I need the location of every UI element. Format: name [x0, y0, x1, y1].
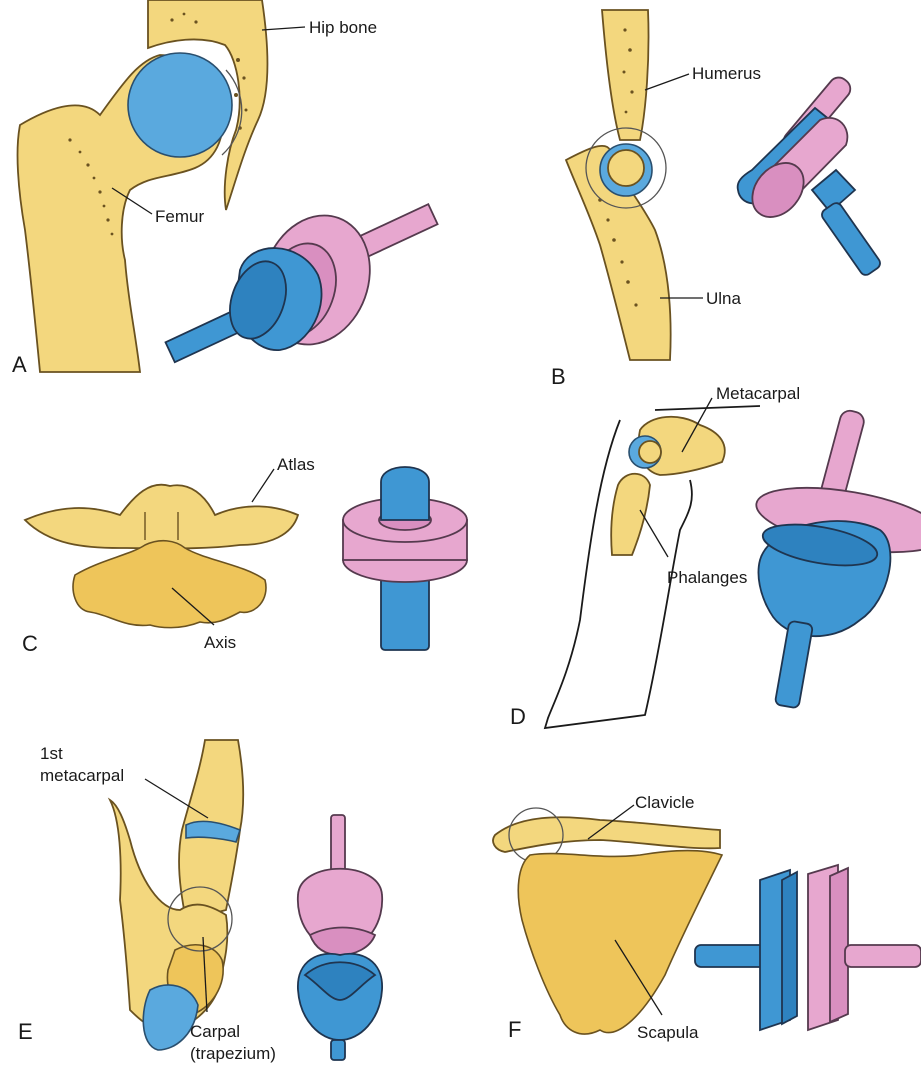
hand-bones-illustration [110, 740, 243, 1050]
panel-letter-f: F [508, 1017, 521, 1042]
humerus-label: Humerus [692, 64, 761, 83]
carpal-label-line2: (trapezium) [190, 1044, 276, 1063]
panel-b: Humerus Ulna B [551, 10, 882, 389]
metacarpal-illustration [629, 417, 725, 475]
panel-letter-c: C [22, 631, 38, 656]
humerus-illustration [602, 10, 649, 140]
scapula-label: Scapula [637, 1023, 699, 1042]
femoral-head-cartilage [128, 53, 242, 157]
axis-illustration [73, 541, 266, 628]
femur-label: Femur [155, 207, 204, 226]
axis-label: Axis [204, 633, 236, 652]
hinge-model [738, 73, 883, 277]
panel-c: Atlas Axis C [22, 455, 467, 656]
panel-letter-e: E [18, 1019, 33, 1044]
panel-letter-d: D [510, 704, 526, 729]
panel-letter-b: B [551, 364, 566, 389]
scapula-illustration [518, 850, 722, 1034]
panel-letter-a: A [12, 352, 27, 377]
panel-e: 1st metacarpal Carpal (trapezium) E [18, 740, 382, 1063]
carpal-label-line1: Carpal [190, 1022, 240, 1041]
plane-model [695, 865, 921, 1030]
metacarpal-label: Metacarpal [716, 384, 800, 403]
atlas-leader [252, 469, 274, 502]
phalanges-label: Phalanges [667, 568, 747, 587]
panel-d: Metacarpal Phalanges D [510, 384, 921, 729]
first-metacarpal-label-line2: metacarpal [40, 766, 124, 785]
ball-and-socket-model [166, 200, 438, 362]
pivot-model [343, 467, 467, 650]
clavicle-label: Clavicle [635, 793, 695, 812]
panel-a: Hip bone Femur A [12, 0, 438, 377]
panel-f: Clavicle Scapula F [493, 793, 921, 1042]
humerus-leader [645, 74, 689, 90]
hip-bone-label: Hip bone [309, 18, 377, 37]
saddle-model [298, 815, 382, 1060]
atlas-label: Atlas [277, 455, 315, 474]
hip-bone-leader [262, 27, 305, 30]
first-metacarpal-label-line1: 1st [40, 744, 63, 763]
condyloid-model [752, 409, 921, 709]
ulna-label: Ulna [706, 289, 742, 308]
